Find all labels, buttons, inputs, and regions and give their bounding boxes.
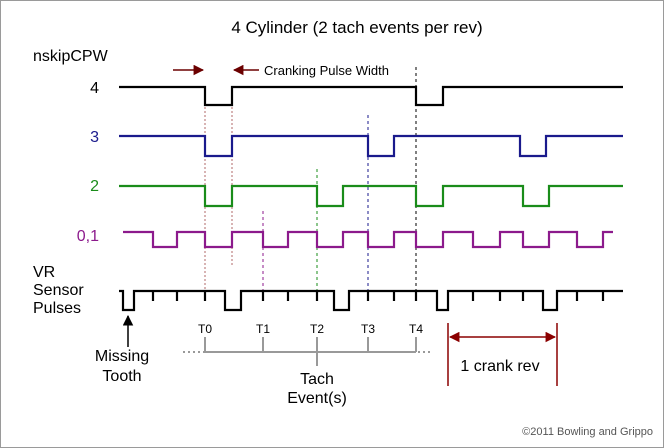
waveform-nskip-0-1	[123, 230, 613, 249]
missing-tooth-label-line-1: Missing	[95, 348, 149, 365]
missing-tooth-label-line-2: Tooth	[102, 368, 141, 385]
cranking-pulse-width-label: Cranking Pulse Width	[264, 63, 389, 78]
waveform-nskip-3	[119, 134, 623, 158]
waveform-nskip-4	[119, 85, 623, 107]
crank-rev-label: 1 crank rev	[460, 358, 539, 375]
tach-tick-t3: T3	[361, 322, 375, 336]
tach-events-bracket	[183, 337, 433, 366]
diagram-title: 4 Cylinder (2 tach events per rev)	[231, 18, 482, 37]
tach-tick-t1: T1	[256, 322, 270, 336]
tach-events-label-line-2: Event(s)	[287, 390, 347, 407]
row-label-3: 3	[90, 129, 99, 146]
row-label-4: 4	[90, 80, 99, 97]
tach-tick-t0: T0	[198, 322, 212, 336]
vr-label-line-2: Sensor	[33, 282, 84, 299]
tach-events-label-line-1: Tach	[300, 371, 334, 388]
copyright-text: ©2011 Bowling and Grippo	[522, 426, 653, 438]
vr-label-line-3: Pulses	[33, 300, 81, 317]
waveform-nskip-2	[119, 184, 623, 208]
row-label-0-1: 0,1	[77, 228, 99, 245]
nskipcpw-axis-label: nskipCPW	[33, 48, 109, 65]
row-label-2: 2	[90, 178, 99, 195]
tach-tick-t2: T2	[310, 322, 324, 336]
waveform-vr-sensor	[119, 289, 623, 312]
tach-tick-t4: T4	[409, 322, 423, 336]
vr-label-line-1: VR	[33, 264, 55, 281]
crank-rev-span	[447, 323, 558, 386]
